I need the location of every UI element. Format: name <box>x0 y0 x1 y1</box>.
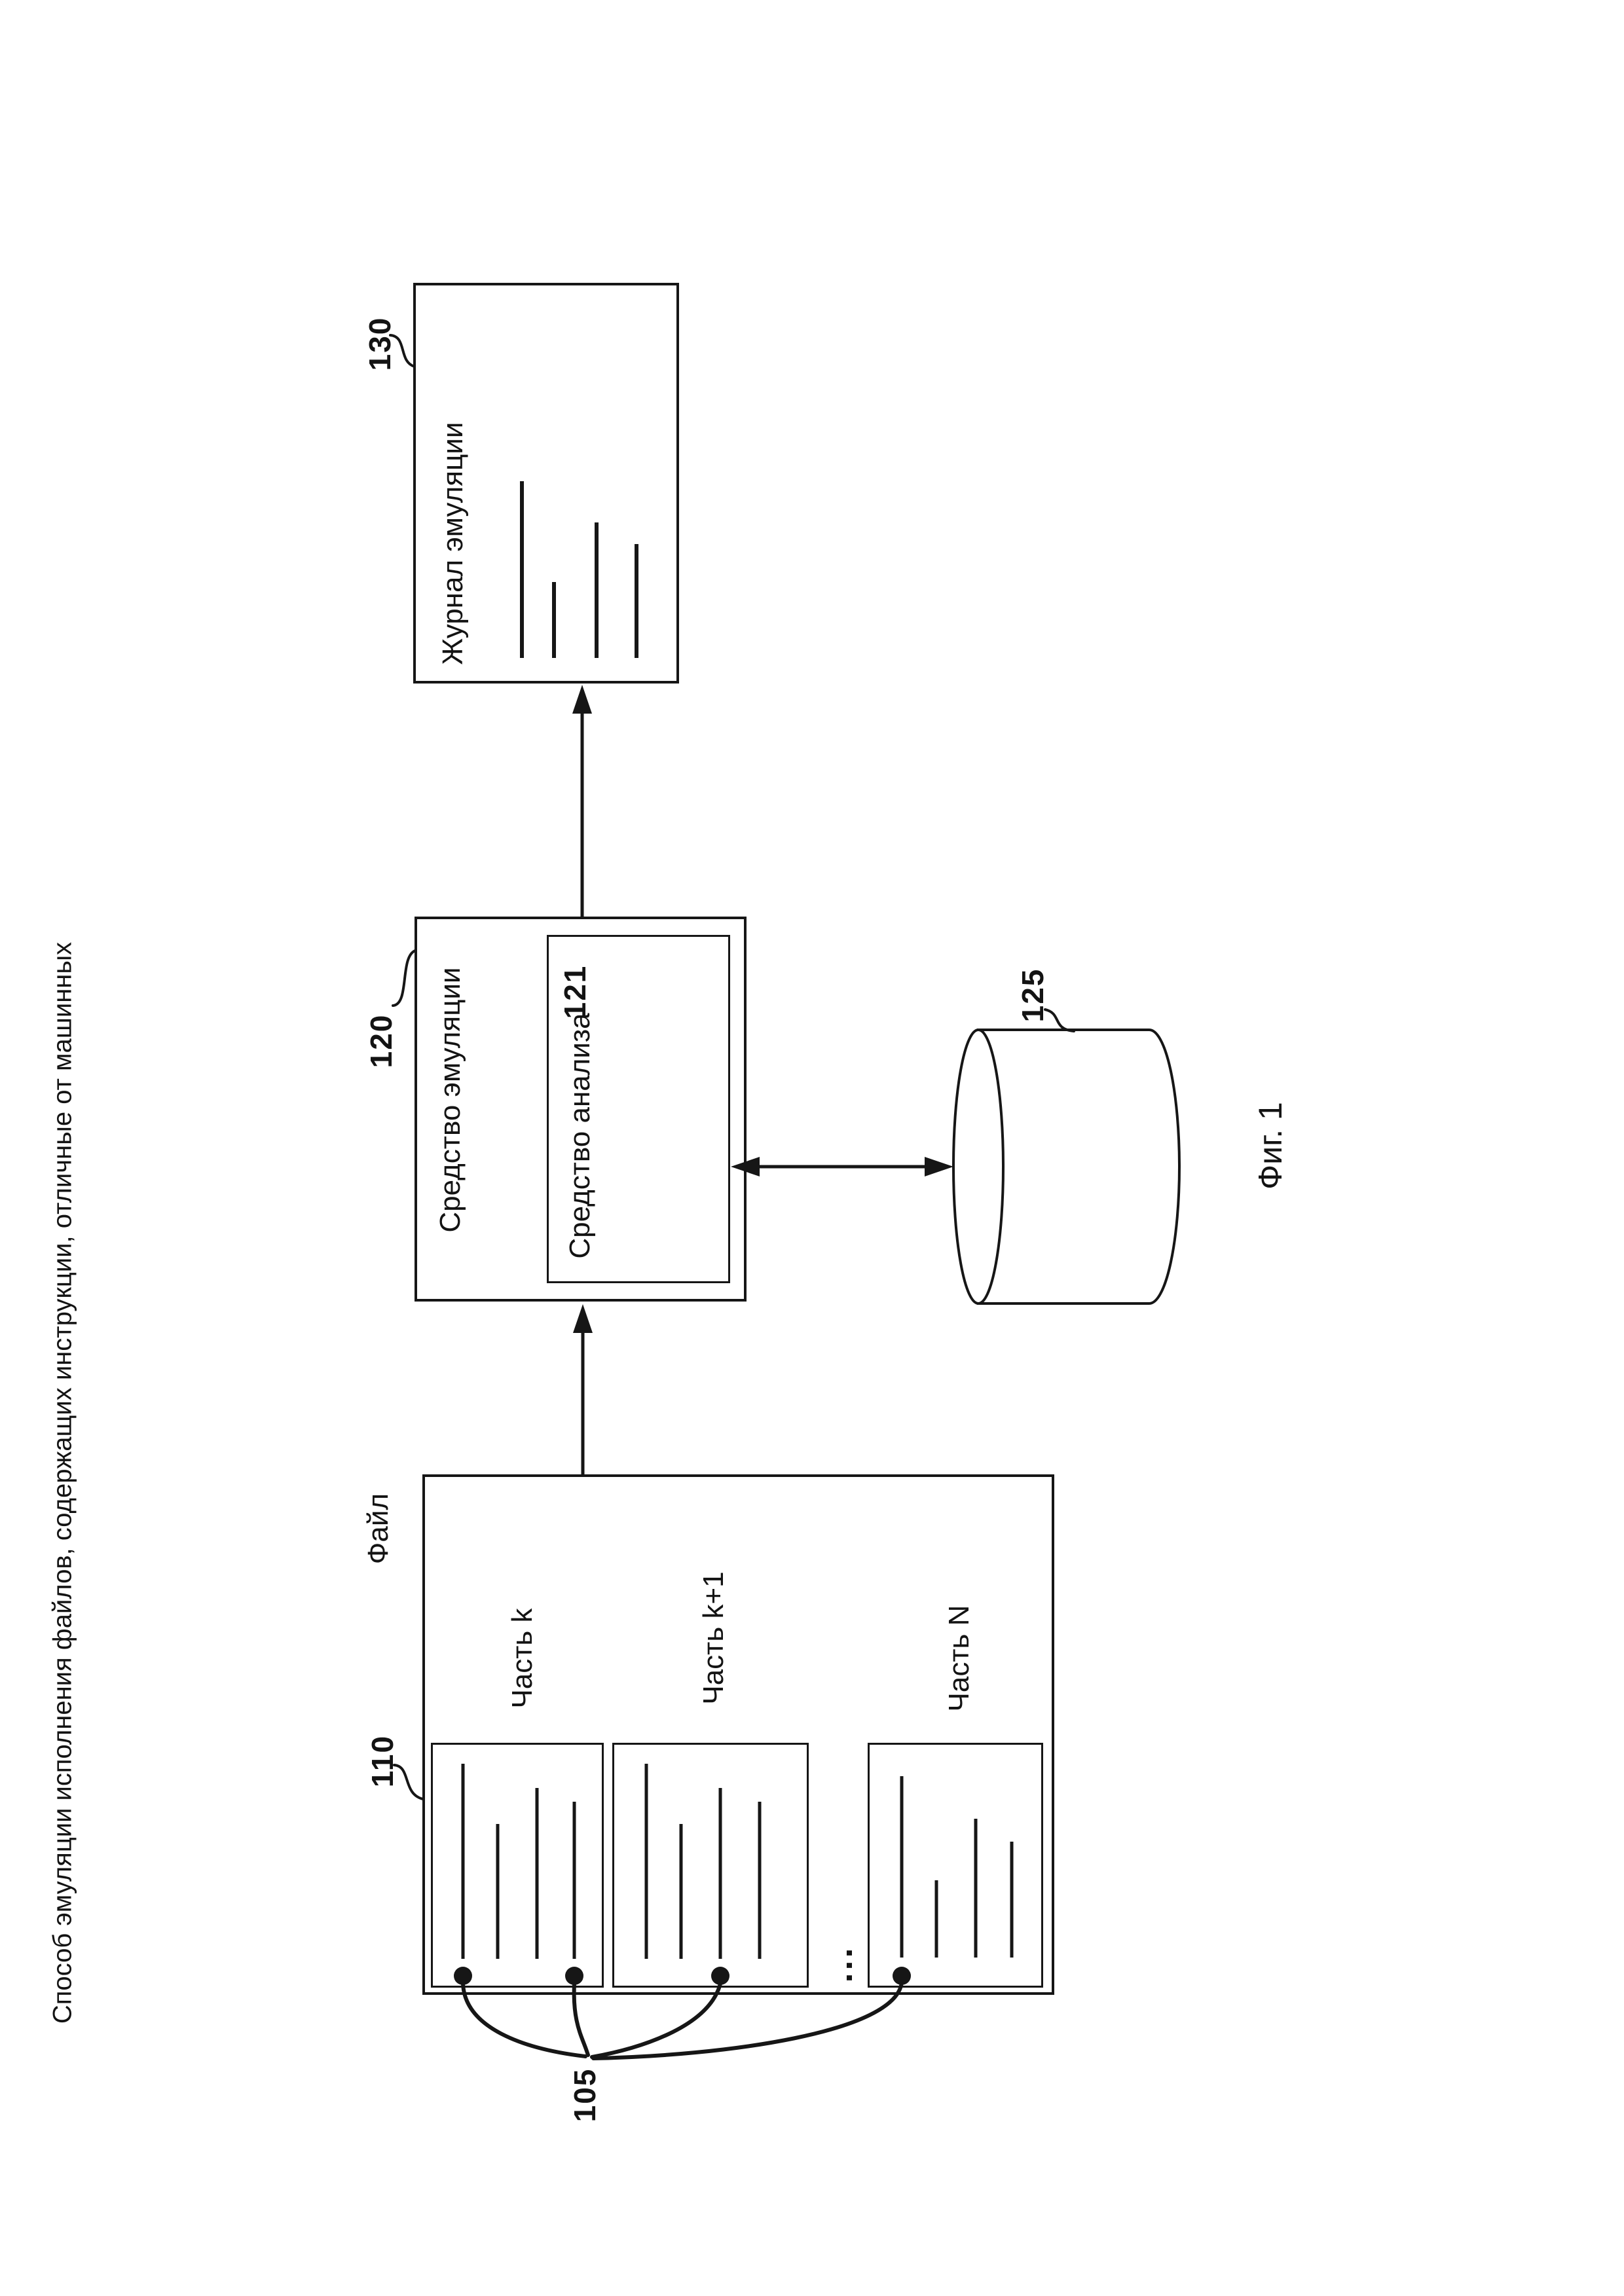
file-part-k-box <box>431 1743 604 1988</box>
database-label: База данных известных наборов инструкций <box>1003 1089 1142 1245</box>
database-label-line: известных <box>1041 1103 1069 1230</box>
file-part-n-box <box>868 1743 1043 1988</box>
analysis-tool-ref: 121 <box>558 964 592 1019</box>
file-ref: 110 <box>365 1734 399 1788</box>
file-part-k1-box <box>612 1743 809 1988</box>
file-part-k1-label: Часть k+1 <box>697 1571 729 1705</box>
file-part-n-label: Часть N <box>943 1605 975 1712</box>
parts-ellipsis: ... <box>821 1945 860 1983</box>
emulation-tool-ref: 120 <box>364 1013 398 1068</box>
database-label-line: наборов <box>1075 1116 1104 1218</box>
arrow-file-to-tool <box>573 1304 593 1474</box>
arrow-tool-to-log <box>572 685 592 917</box>
file-part-k-label: Часть k <box>506 1608 538 1709</box>
page-title: Способ эмуляции исполнения файлов, содер… <box>48 941 77 2024</box>
database-label-line: База данных <box>1006 1088 1035 1245</box>
emulation-log-label: Журнал эмуляции <box>437 422 469 665</box>
emulation-log-ref: 130 <box>363 316 397 371</box>
emulation-tool-label: Средство эмуляции <box>434 967 466 1233</box>
database-label-line: инструкций <box>1110 1098 1139 1235</box>
analysis-tool-box <box>547 935 730 1283</box>
figure-caption: Фиг. 1 <box>1252 1102 1289 1190</box>
file-label: Файл <box>362 1493 394 1565</box>
arrow-tool-database <box>731 1157 953 1176</box>
database-ref: 125 <box>1016 968 1050 1023</box>
analysis-tool-label: Средство анализа <box>564 1013 596 1259</box>
fragments-ref: 105 <box>568 2068 602 2123</box>
